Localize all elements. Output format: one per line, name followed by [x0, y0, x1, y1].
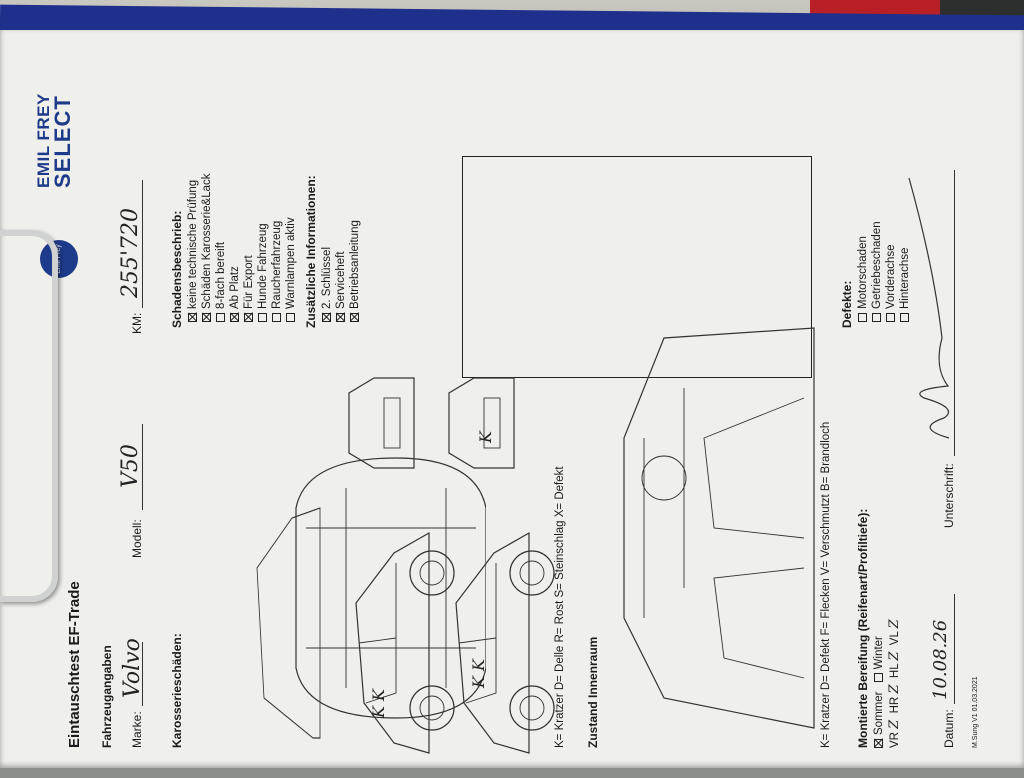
checkbox-item[interactable]: Vorderachse [884, 221, 898, 322]
checkbox-item[interactable]: Ab Platz [228, 122, 242, 322]
clipboard-clip [0, 230, 58, 602]
car-front-view-icon [348, 377, 415, 469]
checkbox-checked[interactable] [202, 313, 211, 322]
additional-list: 2. Schlüssel Serviceheft Betriebsanleitu… [320, 122, 362, 322]
vehicle-heading: Fahrzeugangaben [100, 645, 114, 748]
tire-type: Sommer Winter [872, 636, 886, 748]
interior-drawing-icon [623, 327, 815, 729]
checkbox-unchecked[interactable] [858, 313, 867, 322]
checkbox-label: Ab Platz [229, 266, 241, 309]
km-label: KM: [130, 312, 144, 334]
checkbox-item[interactable]: Hunde Fahrzeug [256, 122, 270, 322]
hl-label: HL [889, 663, 901, 679]
car-side-view-1-icon [355, 531, 455, 754]
winter-label: Winter [873, 636, 885, 670]
hr-value: Z [887, 684, 902, 694]
checkbox-item[interactable]: Für Export [242, 122, 256, 322]
form-title: Eintauschtest EF-Trade [66, 581, 83, 748]
checkbox-item[interactable]: Warnlampen aktiv [284, 122, 298, 322]
checkbox-label: Vorderachse [885, 244, 897, 309]
checkbox-item[interactable]: Schäden Karosserie&Lack [200, 122, 214, 322]
checkbox-label: Getriebeschaden [871, 221, 883, 309]
vl-label: VL [889, 631, 901, 646]
vr-value: Z [887, 719, 902, 729]
checkbox-unchecked[interactable] [874, 673, 883, 683]
emil-frey-select-logo: EMIL FREY SELECT [34, 88, 94, 188]
vl-value: Z [887, 619, 902, 629]
checkbox-label: Warnlampen aktiv [285, 217, 297, 309]
damage-mark-side2: K K [469, 659, 488, 688]
checkbox-unchecked[interactable] [286, 313, 295, 322]
checkbox-label: Für Export [243, 255, 255, 309]
body-damage-label: Karosserieschäden: [170, 633, 184, 748]
date-value: 10.08.26 [930, 619, 951, 700]
checkbox-unchecked[interactable] [272, 313, 281, 322]
legend-interior: K= Kratzer D= Defekt F= Flecken V= Versc… [820, 421, 832, 748]
brand-value: Volvo [120, 638, 145, 698]
checkbox-checked[interactable] [322, 313, 331, 322]
car-side-view-left-icon [256, 507, 321, 739]
winter-option[interactable]: Winter [873, 636, 885, 683]
checkbox-label: Schäden Karosserie&Lack [201, 173, 213, 309]
defects-heading: Defekte: [840, 280, 854, 328]
tire-depths: VR Z HR Z HL Z VL Z [887, 619, 902, 748]
checkbox-label: Motorschaden [857, 236, 869, 309]
model-value: V50 [118, 444, 143, 488]
damage-mark-rear: K [476, 431, 495, 443]
hl-value: Z [887, 651, 902, 661]
form-sheet: EMIL FREY SELECT Emil Frey Eintauschtest… [0, 30, 1024, 768]
vr-label: VR [889, 732, 901, 748]
additional-heading: Zusätzliche Informationen: [304, 175, 318, 328]
checkbox-checked[interactable] [336, 313, 345, 322]
car-diagrams [256, 457, 486, 739]
damage-mark-side1: K K [369, 689, 388, 718]
checkbox-checked[interactable] [350, 313, 359, 322]
checkbox-item[interactable]: Raucherfahrzeug [270, 122, 284, 322]
checkbox-label: Serviceheft [335, 251, 347, 309]
date-label: Datum: [942, 709, 956, 748]
checkbox-item[interactable]: Motorschaden [856, 221, 870, 322]
checkbox-item[interactable]: keine technische Prüfung [186, 122, 200, 322]
summer-label: Sommer [873, 691, 885, 735]
checkbox-item[interactable]: 2. Schlüssel [320, 122, 334, 322]
km-value: 255'720 [118, 207, 143, 298]
footer-text: M.Sung V1 01.03.2021 [972, 676, 979, 748]
legend-body: K= Kratzer D= Delle R= Rost S= Steinschl… [554, 466, 566, 748]
car-top-view-icon [295, 457, 486, 719]
damage-desc-heading: Schadensbeschrieb: [170, 210, 184, 328]
checkbox-label: Raucherfahrzeug [271, 220, 283, 309]
checkbox-item[interactable]: 8-fach bereift [214, 122, 228, 322]
logo-line2: SELECT [50, 95, 75, 188]
checkbox-label: 2. Schlüssel [321, 246, 333, 309]
damage-desc-list: keine technische Prüfung Schäden Karosse… [186, 122, 298, 322]
checkbox-unchecked[interactable] [258, 313, 267, 322]
checkbox-checked[interactable] [244, 313, 253, 322]
car-side-view-2-icon [455, 531, 555, 754]
checkbox-item[interactable]: Serviceheft [334, 122, 348, 322]
checkbox-label: Betriebsanleitung [349, 220, 361, 309]
checkbox-label: keine technische Prüfung [187, 179, 199, 309]
checkbox-label: Hunde Fahrzeug [257, 223, 269, 309]
form-content: EMIL FREY SELECT Emil Frey Eintauschtest… [24, 74, 1024, 778]
checkbox-unchecked[interactable] [872, 313, 881, 322]
checkbox-item[interactable]: Getriebeschaden [870, 221, 884, 322]
signature-label: Unterschrift: [942, 463, 956, 528]
handwritten-signature [908, 177, 950, 439]
checkbox-unchecked[interactable] [216, 313, 225, 322]
model-label: Modell: [130, 519, 144, 558]
date-line [954, 594, 955, 704]
hr-label: HR [889, 696, 901, 714]
checkbox-checked[interactable] [874, 739, 883, 748]
car-rear-view-icon [448, 377, 515, 469]
brand-label: Marke: [130, 711, 144, 748]
interior-heading: Zustand Innenraum [586, 636, 600, 748]
checkbox-checked[interactable] [188, 313, 197, 322]
checkbox-label: 8-fach bereift [215, 241, 227, 309]
checkbox-unchecked[interactable] [886, 313, 895, 322]
tires-heading: Montierte Bereifung (Reifenart/Profiltie… [856, 508, 870, 748]
checkbox-checked[interactable] [230, 313, 239, 322]
checkbox-item[interactable]: Betriebsanleitung [348, 122, 362, 322]
summer-option[interactable]: Sommer [873, 692, 885, 748]
